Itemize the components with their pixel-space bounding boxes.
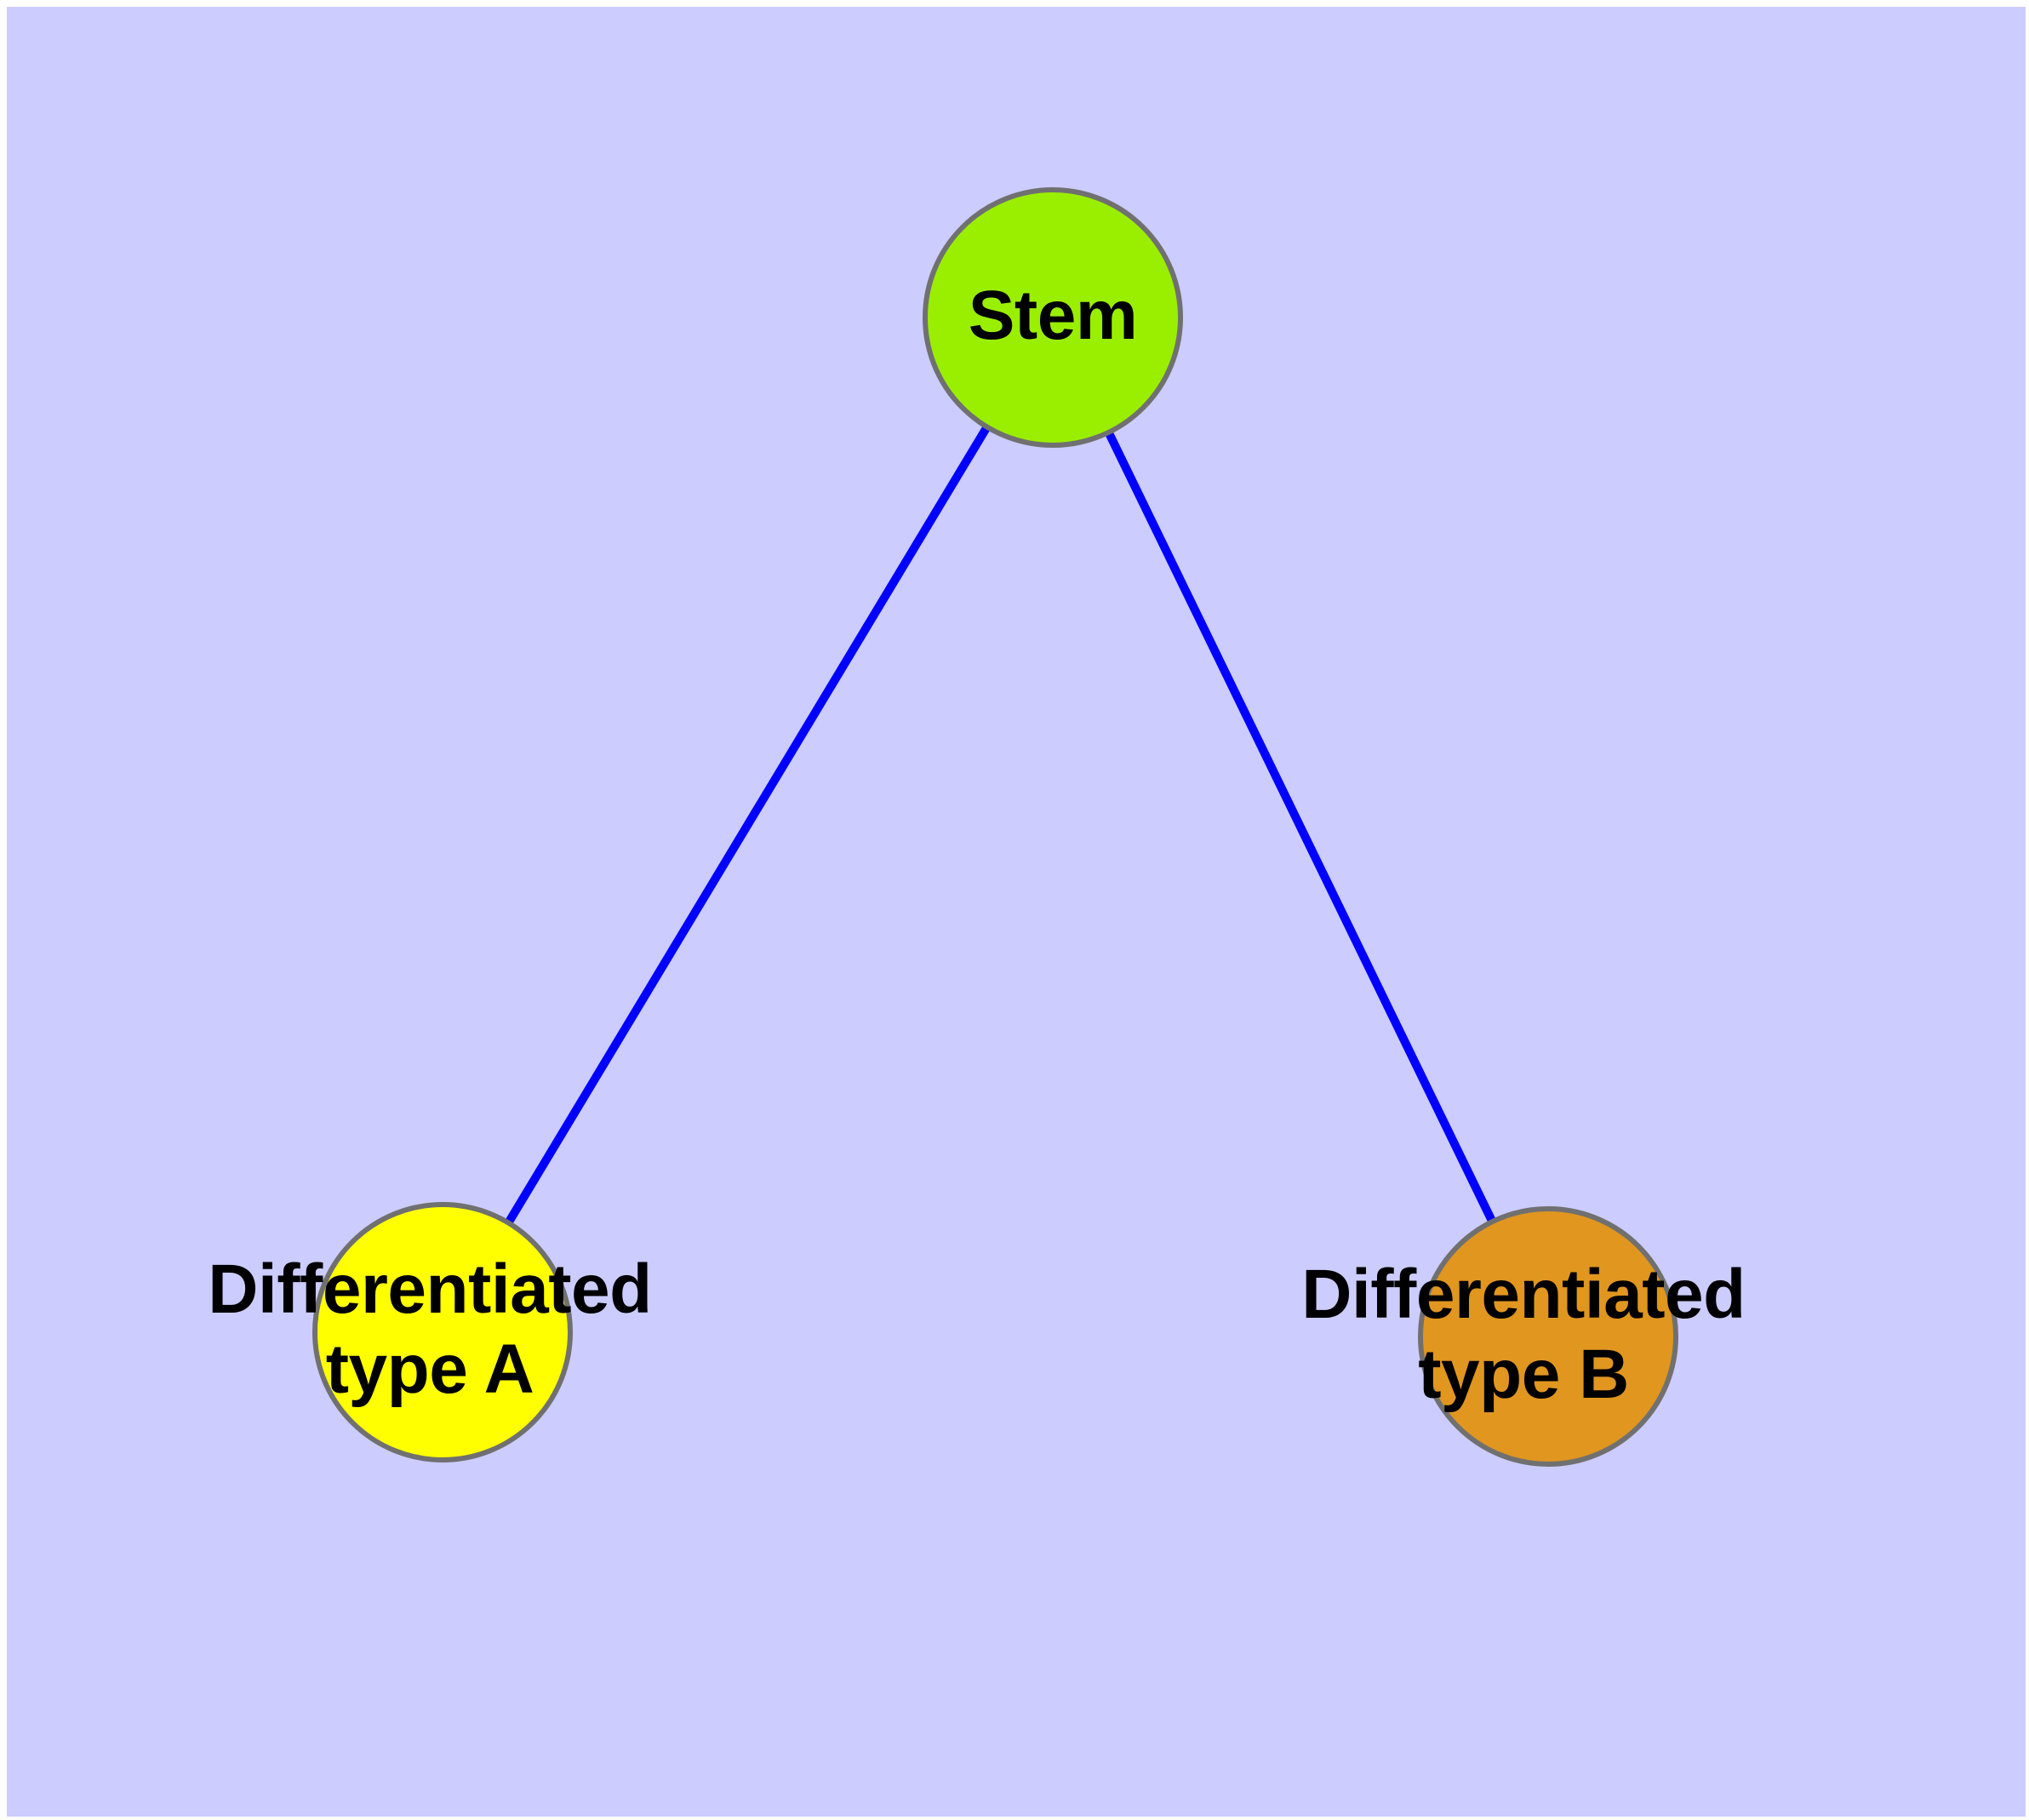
edge-stem-to-diff-b[interactable] (1101, 423, 1500, 1231)
node-stem-circle[interactable] (923, 187, 1183, 448)
edge-layer (500, 418, 1500, 1232)
node-diff-b-circle[interactable] (1418, 1206, 1678, 1467)
edge-stem-to-diff-a[interactable] (500, 418, 995, 1232)
node-diff-a-circle[interactable] (312, 1202, 573, 1462)
node-layer (312, 187, 1678, 1467)
